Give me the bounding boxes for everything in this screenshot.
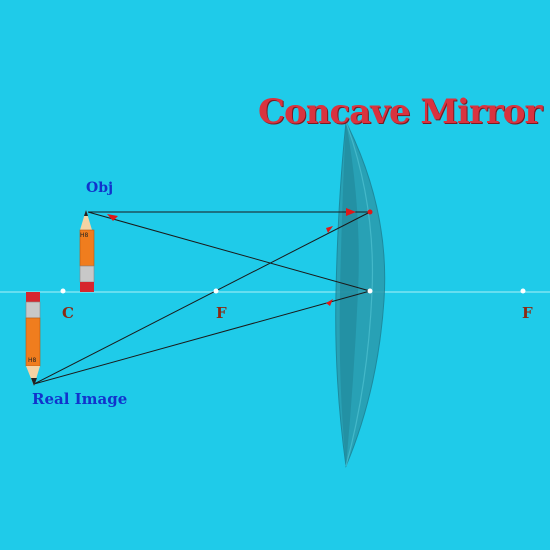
focus-point-right [520,288,526,294]
diagram-title: Concave Mirror [258,92,542,132]
ray-focus-incident [87,211,371,292]
ray-arrow-3 [326,226,333,233]
object-pencil-icon: H8 [79,210,95,292]
svg-text:H8: H8 [28,357,37,364]
ray-arrows [107,208,356,306]
ray-arrow-2 [107,214,118,221]
ray-parallel-reflected [33,211,371,385]
ray-arrow-1 [346,208,356,216]
svg-text:H8: H8 [80,232,89,239]
center-point [60,288,66,294]
focus-point-left [213,288,219,294]
ray-arrow-4 [326,299,333,306]
focus-right-label: F [522,304,533,322]
focus-left-label: F [216,304,227,322]
light-rays [33,211,371,385]
mirror-point-top [367,209,373,215]
image-pencil-icon: H8 [25,292,41,386]
mirror-point-axis [367,288,373,294]
object-label: Obj [86,180,114,196]
center-label: C [62,304,74,322]
real-image-label: Real Image [32,390,128,408]
ray-focus-reflected [33,290,371,385]
